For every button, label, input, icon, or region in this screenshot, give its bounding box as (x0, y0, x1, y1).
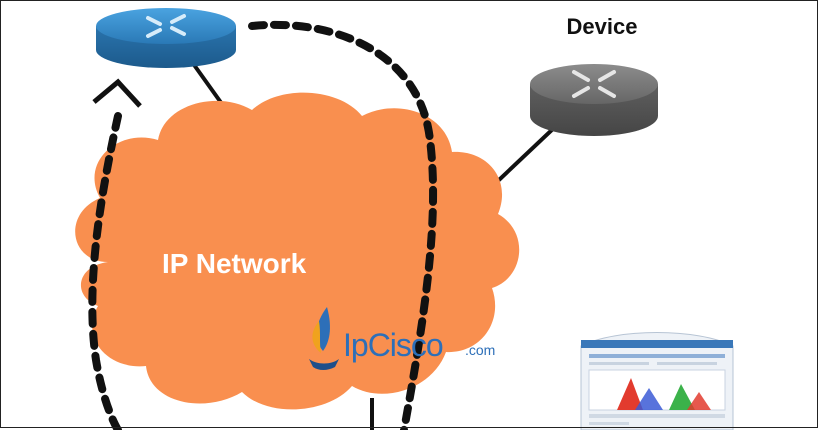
ipcisco-logo-icon: IpCisco .com (305, 305, 515, 375)
ip-network-cloud (75, 92, 520, 410)
cloud-label: IP Network (162, 248, 307, 279)
flow-path-inner (248, 20, 438, 430)
device-label: Device (566, 14, 638, 39)
dashboard-screenshot-icon (577, 326, 737, 430)
brand-name: IpCisco (343, 327, 444, 363)
flow-direction-arrow-icon (92, 78, 142, 108)
router-blue-icon[interactable] (96, 8, 236, 68)
brand-suffix: .com (465, 342, 496, 358)
router-gray-icon[interactable] (530, 64, 658, 136)
flow-path-outer (88, 112, 122, 430)
